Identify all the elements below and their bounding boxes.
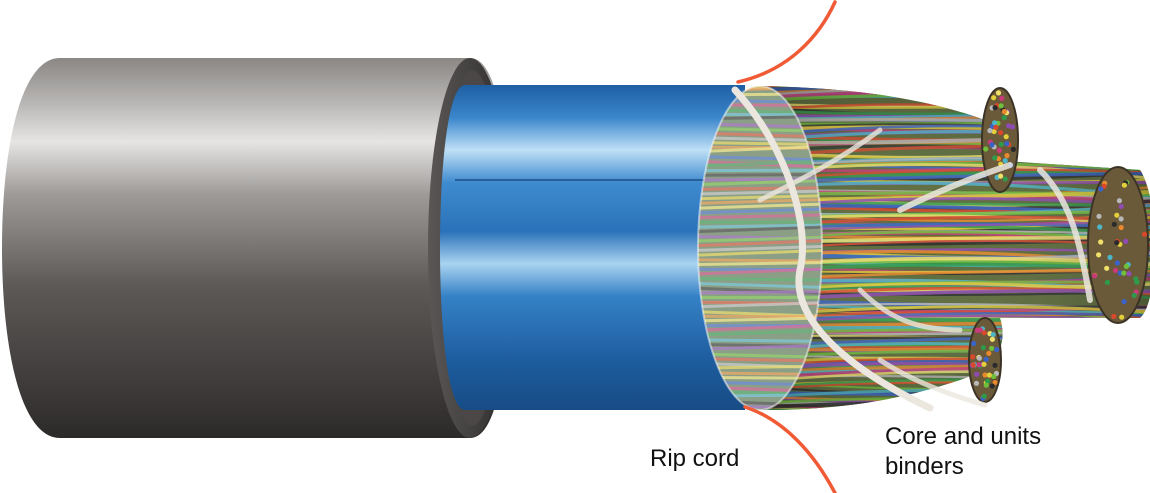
outer-jacket — [2, 58, 512, 438]
blue-shield — [440, 85, 745, 410]
core-binders-label-line1: Core and units — [885, 423, 1041, 450]
rip-cord — [736, 0, 837, 493]
core-binders-label-line2: binders — [885, 453, 964, 480]
rip-cord-label: Rip cord — [650, 445, 739, 472]
unit-binder-tapes — [731, 86, 1093, 412]
bundle-end-faces — [968, 87, 1149, 403]
